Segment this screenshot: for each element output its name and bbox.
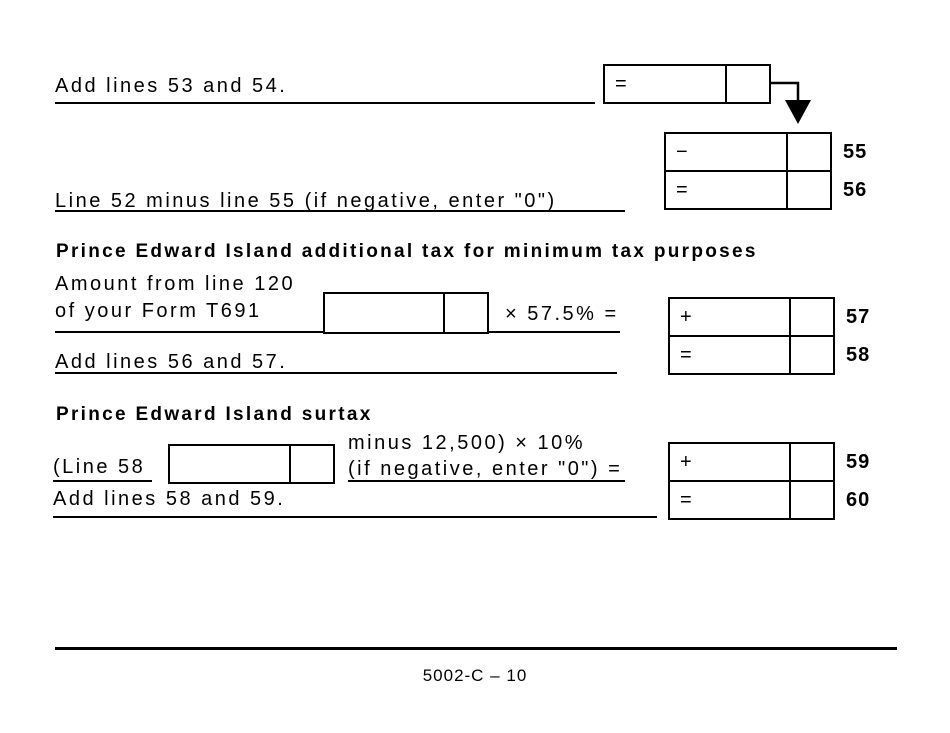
add-lines-58-59-label: Add lines 58 and 59. [53,488,286,510]
rule-line-58-ref [53,480,152,482]
line-60-amount-box: = [668,480,835,520]
add-lines-56-57-label: Add lines 56 and 57. [55,351,288,373]
plus-operator: + [680,305,692,328]
line-55-amount-box: − [664,132,832,172]
line-52-minus-55-label: Line 52 minus line 55 (if negative, ente… [55,190,557,212]
minus-operator: − [676,140,688,163]
line-56-amount-box: = [664,170,832,210]
line-number-58: 58 [846,344,871,366]
t691-amount-label-line1: Amount from line 120 [55,273,296,295]
rule-line-56 [55,210,625,212]
line-58-ref-label: (Line 58 [53,456,146,478]
carry-down-arrow-icon [771,81,811,124]
line-number-60: 60 [846,489,871,511]
equals-operator: = [676,178,688,201]
line-57-amount-box: + [668,297,835,337]
equals-operator: = [680,343,692,366]
t691-amount-label: Amount from line 120 of your Form T691 [55,271,295,325]
equals-operator: = [680,488,692,511]
surtax-calc-label: minus 12,500) × 10% (if negative, enter … [348,430,622,482]
rule-add-53-54 [55,102,595,104]
result-53-54-amount-box: = [603,64,771,104]
line-59-cents-field[interactable] [791,444,833,480]
line-58-ref-cents-field[interactable] [291,446,333,482]
line-58-cents-field[interactable] [791,337,833,373]
line-55-cents-field[interactable] [788,134,830,170]
line-60-dollars-field[interactable]: = [670,482,791,518]
t691-cents-field[interactable] [445,294,487,332]
footer-rule [55,647,897,650]
rule-surtax-calc [348,480,625,482]
rule-add-56-57 [55,372,617,374]
t691-amount-label-line2: of your Form T691 [55,300,262,322]
line-55-dollars-field[interactable]: − [666,134,788,170]
line-59-amount-box: + [668,442,835,482]
line-58-ref-amount-box [168,444,335,484]
line-number-57: 57 [846,306,871,328]
line-58-ref-dollars-field[interactable] [170,446,291,482]
surtax-heading: Prince Edward Island surtax [56,404,373,425]
line-59-dollars-field[interactable]: + [670,444,791,480]
rate-57-5-label: × 57.5% = [505,303,619,325]
line-60-cents-field[interactable] [791,482,833,518]
line-56-dollars-field[interactable]: = [666,172,788,208]
add-lines-53-54-label: Add lines 53 and 54. [55,75,288,97]
equals-operator: = [615,72,627,95]
surtax-calc-line2: (if negative, enter "0") = [348,458,623,480]
page-footer: 5002-C – 10 [422,666,528,685]
minimum-tax-heading: Prince Edward Island additional tax for … [56,241,758,262]
surtax-calc-line1: minus 12,500) × 10% [348,432,586,454]
rule-add-58-59 [53,516,657,518]
plus-operator: + [680,450,692,473]
line-number-56: 56 [843,179,868,201]
line-58-dollars-field[interactable]: = [670,337,791,373]
t691-dollars-field[interactable] [325,294,445,332]
result-53-54-cents-field[interactable] [727,66,769,102]
line-57-cents-field[interactable] [791,299,833,335]
result-53-54-dollars-field[interactable]: = [605,66,727,102]
line-number-59: 59 [846,451,871,473]
line-57-dollars-field[interactable]: + [670,299,791,335]
line-number-55: 55 [843,141,868,163]
t691-amount-box [323,292,489,334]
line-58-amount-box: = [668,335,835,375]
line-56-cents-field[interactable] [788,172,830,208]
